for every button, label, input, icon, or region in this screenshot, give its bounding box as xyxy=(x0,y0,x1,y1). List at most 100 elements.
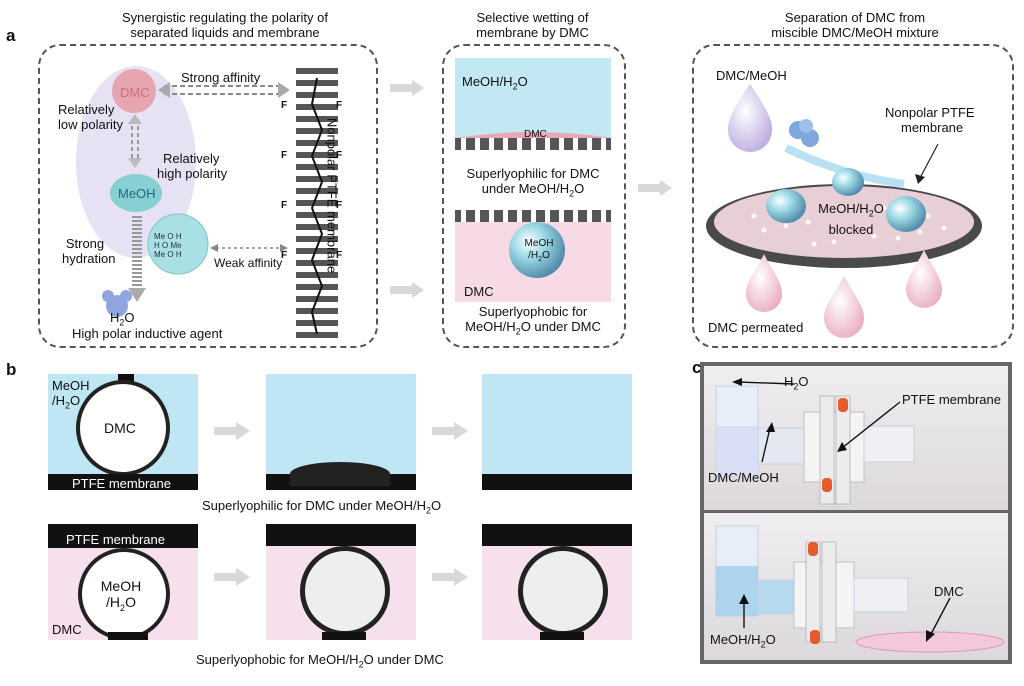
blocked-label: MeOH/H2O blocked xyxy=(806,201,896,237)
row1-liquid-line1: MeOH xyxy=(52,378,90,393)
mol-label: Me xyxy=(154,250,166,259)
feed-label: DMC/MeOH xyxy=(716,68,787,83)
low-polarity-line1: Relatively xyxy=(58,102,115,117)
section3-graphic xyxy=(706,84,982,338)
panel-c-label: c xyxy=(692,358,702,377)
ptfe-membrane-stack xyxy=(296,68,338,338)
row1-membrane-label: PTFE membrane xyxy=(72,476,171,491)
blocked-label-line2: blocked xyxy=(828,221,874,237)
section1-graphic xyxy=(76,66,338,338)
row2-drop-line1: MeOH xyxy=(100,578,142,594)
low-polarity-line2: low polarity xyxy=(58,117,124,132)
row2-photo-1 xyxy=(48,524,198,640)
row2-drop-line2: /H2O xyxy=(106,594,136,613)
row1-liquid-label: MeOH /H2O xyxy=(52,378,90,414)
section3-box xyxy=(692,44,1014,348)
dmc-label: DMC xyxy=(120,85,150,100)
meoh-label: MeOH xyxy=(118,186,156,201)
right-arrow-icon xyxy=(638,180,672,196)
right-arrow-icon xyxy=(214,568,250,586)
f-atom: F xyxy=(281,100,288,111)
f-atom: F xyxy=(336,100,343,111)
droplet-label-line1: MeOH xyxy=(524,238,554,249)
h2o-pointer-label: H2O xyxy=(784,374,809,392)
row2-membrane-label: PTFE membrane xyxy=(66,532,165,547)
h2o-label: H2O xyxy=(110,310,135,328)
blocked-droplet xyxy=(766,189,806,223)
meoh-blob xyxy=(110,174,162,212)
nonpolar-ptfe-membrane-label: Nonpolar PTFE membrane xyxy=(324,117,340,274)
right-arrow-icon xyxy=(432,568,468,586)
section2-heading-line1: Selective wetting of xyxy=(476,10,589,25)
feed-bottom-label: MeOH/H2O xyxy=(710,632,776,650)
caption-superlyophobic-line1: Superlyophobic for xyxy=(478,304,588,319)
section1-heading-line2: separated liquids and membrane xyxy=(130,25,320,40)
row1-drop-label: DMC xyxy=(104,420,136,436)
dmc-film xyxy=(455,132,611,138)
row1-arrows xyxy=(214,422,468,440)
f-atom: F xyxy=(281,250,288,261)
permeated-droplet xyxy=(824,276,864,338)
membrane-label-line1: Nonpolar PTFE xyxy=(885,105,975,120)
inductive-agent-label: High polar inductive agent xyxy=(72,326,223,341)
row2-photo-3 xyxy=(482,524,632,640)
top-liquid-label: MeOH/H2O xyxy=(462,74,528,92)
hbond-cluster xyxy=(147,213,209,275)
section2-heading-line2: membrane by DMC xyxy=(476,25,589,40)
weak-affinity-label: Weak affinity xyxy=(214,256,283,270)
panel-c-photos xyxy=(704,366,1008,660)
dmc-film-label: DMC xyxy=(524,129,547,140)
row1-liquid-line2: /H2O xyxy=(52,393,81,411)
right-arrow-icon xyxy=(432,422,468,440)
row1-caption: Superlyophilic for DMC under MeOH/H2O xyxy=(202,498,442,516)
mol-label: H xyxy=(175,232,182,241)
section2-graphic xyxy=(455,58,611,302)
caption-superlyophilic-line2: under MeOH/H2O xyxy=(481,181,585,199)
blocked-droplet xyxy=(832,168,864,196)
feed-droplet xyxy=(728,84,772,152)
strong-hydration-line1: Strong xyxy=(65,236,105,251)
bottom-liquid-label: DMC xyxy=(464,284,494,299)
panel-b-label: b xyxy=(6,360,17,379)
blocked-droplet xyxy=(886,196,926,232)
dmc-pointer-label: DMC xyxy=(934,584,964,599)
membrane-label-line2: membrane xyxy=(901,120,964,135)
mol-label: O xyxy=(167,250,174,259)
f-atom: F xyxy=(281,200,288,211)
section-arrow-2 xyxy=(638,180,672,196)
row1-photo-1 xyxy=(48,374,198,490)
mol-label: O xyxy=(162,241,169,250)
permeated-droplet xyxy=(746,254,782,312)
dmc-ball xyxy=(112,69,156,113)
f-atom: F xyxy=(281,150,288,161)
strong-hydration-label: Strong hydration xyxy=(62,236,116,266)
high-polarity-line1: Relatively xyxy=(163,151,220,166)
blocked-label-line1: MeOH/H2O xyxy=(818,201,884,219)
caption-superlyophobic: Superlyophobic for MeOH/H2O under DMC xyxy=(446,304,620,340)
mol-label: H xyxy=(154,241,160,250)
meoh-water-droplet xyxy=(509,222,565,278)
high-polarity-line2: high polarity xyxy=(157,166,228,181)
high-polarity-label: Relatively high polarity xyxy=(157,151,227,181)
low-polarity-label: Relatively low polarity xyxy=(58,102,123,132)
row2-liquid-label: DMC xyxy=(52,622,82,637)
row2-arrows xyxy=(214,568,468,586)
ptfe-membrane-pointer-label: PTFE membrane xyxy=(902,392,1001,407)
mol-label: H xyxy=(175,250,182,259)
droplet-label-line2: /H2O xyxy=(528,250,550,263)
row1-photo-2 xyxy=(266,374,416,490)
f-atom: F xyxy=(336,150,343,161)
panel-a-label: a xyxy=(6,26,16,45)
section3-heading: Separation of DMC from miscible DMC/MeOH… xyxy=(700,10,1010,40)
section-arrows-1 xyxy=(390,80,424,298)
section1-heading: Synergistic regulating the polarity of s… xyxy=(60,10,390,40)
caption-superlyophilic-line1: Superlyophilic for DMC xyxy=(466,166,600,181)
mol-label: O xyxy=(167,232,174,241)
feed-top-label: DMC/MeOH xyxy=(708,470,779,485)
row1-photo-3 xyxy=(482,374,632,490)
row2-photo-2 xyxy=(266,524,416,640)
meoh-water-region xyxy=(455,58,611,138)
strong-hydration-line2: hydration xyxy=(62,251,116,266)
hbond-molecule-labels: Me O H H O Me Me O H xyxy=(154,232,182,259)
membrane-label: Nonpolar PTFE membrane xyxy=(885,105,975,135)
